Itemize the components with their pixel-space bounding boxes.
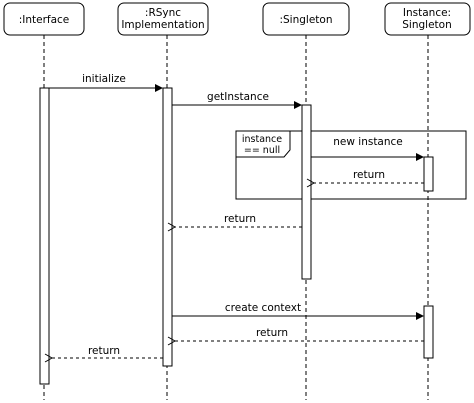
participant-interface-label: :Interface [19,14,70,26]
fragment-guard-line2: == null [244,145,280,156]
message-create-context-label: create context [225,302,301,314]
fragment-box: instance == null [235,130,467,200]
message-return-2-label: return [224,213,256,225]
activation-instance-2 [423,305,434,359]
participant-interface: :Interface [3,2,85,36]
participant-rsync: :RSync Implementation [117,2,209,36]
participant-rsync-label-line2: Implementation [121,19,204,31]
message-return-3-label: return [256,327,288,339]
message-new-instance-label: new instance [333,136,403,148]
fragment-guard-line1: instance [242,134,282,145]
participant-instance-label-line2: Singleton [402,19,451,31]
message-initialize-label: initialize [82,73,126,85]
activation-singleton [301,104,312,280]
message-getinstance-label: getInstance [207,91,269,103]
message-return-4-label: return [88,345,120,357]
fragment-guard-tab [235,130,291,158]
participant-instance-label-line1: Instance: [403,7,451,19]
activation-interface [39,87,50,385]
participant-rsync-label-line1: :RSync [145,7,181,19]
participant-singleton-label: :Singleton [279,14,332,26]
message-return-1-label: return [353,169,385,181]
activation-rsync [162,87,173,367]
participant-singleton: :Singleton [262,2,350,36]
activation-instance-1 [423,156,434,192]
participant-instance: Instance: Singleton [384,2,471,36]
